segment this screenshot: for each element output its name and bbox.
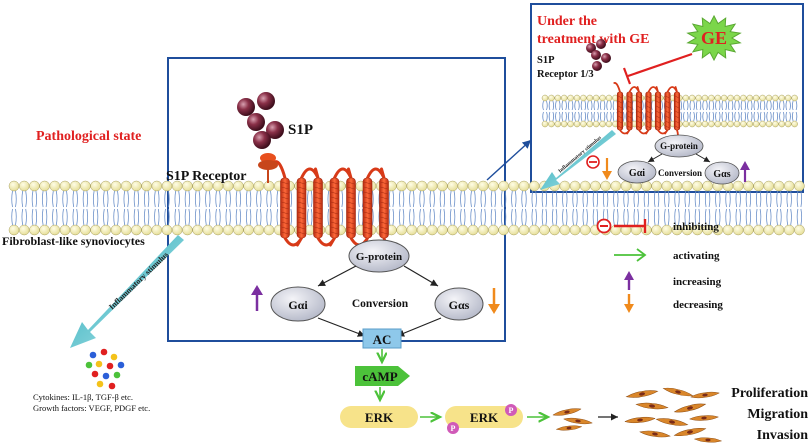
phosphate-right-label: P — [509, 406, 514, 415]
phosphate-right — [505, 404, 517, 416]
outcome-invasion: Invasion — [757, 428, 809, 443]
fibroblast-cell — [639, 430, 671, 438]
inset-conversion-label: Conversion — [658, 168, 702, 178]
erk-label: ERK — [365, 410, 394, 425]
phosphate-left-label: P — [451, 424, 456, 433]
g-alpha-i-label: Gαi — [288, 298, 308, 312]
inset-inflammatory-label: Inflammatory stimulus — [557, 135, 602, 174]
inset-s1p-label: S1P — [537, 55, 555, 66]
inset-s1p-molecules — [586, 39, 611, 71]
inset-frame — [530, 3, 804, 193]
legend-increase-symbol — [624, 271, 634, 290]
cytokines-label: Cytokines: IL-1β, TGF-β etc. — [33, 392, 133, 402]
cytokine-particles — [85, 348, 125, 390]
fibroblast-cell — [673, 427, 707, 437]
inset-g-alpha-i-oval — [617, 160, 657, 184]
fibroblast-cell — [552, 408, 582, 416]
s1p-receptor-label: S1P Receptor — [166, 169, 246, 184]
outcome-proliferation: Proliferation — [731, 386, 808, 401]
fibroblast-cells-small — [552, 408, 593, 431]
pathological-state-label: Pathological state — [36, 129, 141, 144]
legend-decreasing-label: decreasing — [673, 299, 723, 311]
legend-inhibit-symbol — [596, 218, 647, 234]
legend: inhibiting activating increasing decreas… — [596, 218, 723, 313]
inset-receptor-label: Receptor 1/3 — [537, 69, 594, 80]
inflammatory-stimulus-arrow: Inflammatory stimulus — [70, 235, 184, 348]
fibroblast-cell — [690, 391, 720, 399]
legend-decrease-symbol — [624, 294, 634, 313]
fibroblast-cell — [673, 403, 707, 413]
receptor-binding-site — [258, 153, 278, 183]
ge-label: GE — [701, 28, 727, 48]
fibroblast-cell — [635, 402, 669, 410]
ac-label: AC — [373, 332, 392, 347]
main-frame — [167, 57, 506, 342]
gai-to-ac-arrow — [317, 317, 366, 337]
g-protein-to-gas-arrow — [403, 265, 439, 287]
fibroblast-cell — [563, 417, 593, 425]
perk-label: ERK — [470, 410, 499, 425]
outcome-migration: Migration — [747, 407, 808, 422]
fibroblast-cell — [625, 390, 659, 398]
ge-star: GE — [686, 14, 742, 62]
camp-label: cAMP — [362, 369, 397, 384]
g-alpha-s-oval — [434, 287, 484, 321]
fibroblast-cell — [688, 415, 720, 421]
legend-activate-symbol — [614, 248, 647, 262]
legend-activating-label: activating — [673, 250, 720, 262]
fibroblast-cell — [624, 416, 656, 424]
fibroblast-cell — [555, 425, 583, 431]
gas-to-ac-arrow — [396, 317, 442, 337]
inset-g-protein-label: G-protein — [660, 141, 698, 151]
inset-gp-to-gai — [647, 153, 663, 163]
erk-pill — [340, 406, 418, 428]
growth-factors-label: Growth factors: VEGF, PDGF etc. — [33, 403, 150, 413]
inflammatory-stimulus-label: Inflammatory stimulus — [107, 250, 170, 311]
s1p-molecules — [237, 92, 284, 149]
inset-g-alpha-s-oval — [704, 161, 740, 185]
gai-increase-arrow — [251, 285, 263, 311]
legend-increasing-label: increasing — [673, 276, 722, 288]
inset-connector — [486, 139, 532, 181]
fibroblast-cell — [662, 387, 694, 397]
g-alpha-i-oval — [270, 286, 326, 322]
conversion-label: Conversion — [352, 298, 409, 310]
gas-decrease-arrow — [488, 288, 500, 314]
g-alpha-s-label: Gαs — [449, 298, 470, 312]
legend-inhibiting-label: inhibiting — [673, 221, 719, 233]
g-protein-label: G-protein — [356, 251, 402, 263]
inset-gai-decrease-arrow — [602, 158, 612, 180]
fibroblast-label: Fibroblast-like synoviocytes — [2, 234, 145, 248]
phosphate-left — [447, 422, 459, 434]
fibroblast-cell — [693, 437, 723, 443]
perk-pill — [445, 406, 523, 428]
ge-inhibition — [622, 52, 693, 85]
inset-title-line2: treatment with GE — [537, 32, 650, 47]
camp-box — [355, 366, 410, 386]
s1p-label: S1P — [288, 122, 313, 138]
fibroblast-cells-large — [624, 387, 723, 443]
inset-inhibit-symbol — [586, 155, 600, 169]
inset-receptor-protein — [613, 82, 681, 147]
inset-g-alpha-i-label: Gαi — [629, 168, 645, 179]
g-protein-oval — [348, 239, 410, 273]
g-protein-to-gai-arrow — [317, 265, 357, 287]
inset-gas-increase-arrow — [740, 161, 750, 182]
ac-box — [362, 328, 402, 349]
inset-g-alpha-s-label: Gαs — [713, 169, 730, 180]
s1p-receptor-protein — [273, 160, 389, 271]
inset-gp-to-gas — [695, 153, 711, 163]
fibroblast-cell — [655, 418, 689, 426]
inset-title-line1: Under the — [537, 14, 597, 29]
inset-g-protein-oval — [654, 134, 704, 158]
